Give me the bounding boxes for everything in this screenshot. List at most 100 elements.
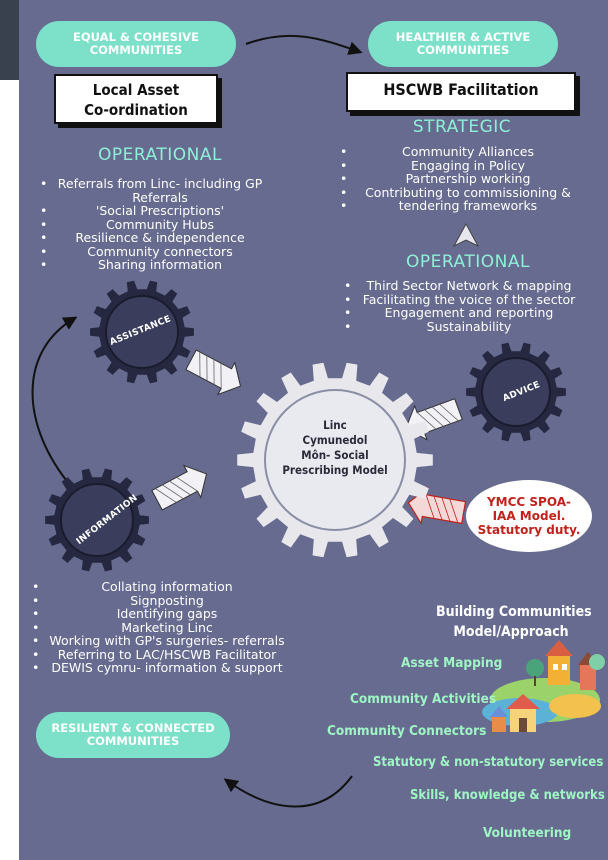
left-operational-heading: OPERATIONAL	[98, 145, 222, 165]
list-item: Third Sector Network & mapping	[344, 279, 594, 293]
list-item-text: Partnership working	[405, 171, 531, 186]
list-item: DEWIS cymru- information & support	[32, 661, 302, 675]
list-item: Engagement and reporting	[344, 306, 594, 320]
list-item-text: Resilience & independence	[75, 230, 245, 245]
bottom-cycle-arrow	[223, 775, 353, 808]
advice-gear-icon	[466, 342, 566, 442]
list-item-text: Third Sector Network & mapping	[366, 278, 572, 293]
ymcc-statutory-badge: YMCC SPOA- IAA Model. Statutory duty.	[466, 480, 592, 552]
building-item: Volunteering	[483, 825, 572, 841]
list-item-text: Contributing to commissioning &	[365, 184, 571, 200]
pill-text-line: EQUAL & COHESIVE	[73, 30, 199, 44]
gear-hub	[60, 483, 134, 557]
building-item: Community Connectors	[327, 723, 487, 739]
pill-text-line: COMMUNITIES	[89, 43, 183, 57]
building-item: Community Activities	[350, 691, 497, 707]
list-item: Engaging in Policy	[340, 157, 596, 173]
label-line: Local Asset	[92, 81, 180, 99]
right-operational-heading: OPERATIONAL	[406, 252, 530, 272]
list-item: Signposting	[32, 592, 302, 608]
center-line: Cymunedol	[302, 433, 368, 447]
top-connector-arrow	[245, 34, 363, 55]
building-title-line: Building Communities	[436, 604, 592, 620]
list-item-text: 'Social Prescriptions'	[95, 203, 225, 218]
list-item: Identifying gaps	[32, 607, 302, 621]
list-item-text: Sharing information	[97, 257, 223, 272]
list-item-text: Community Alliances	[402, 144, 534, 159]
list-item: Working with GP's surgeries- referrals	[32, 634, 302, 648]
left-cycle-arrow	[31, 316, 78, 481]
local-asset-label: Local Asset Co-ordination	[54, 74, 218, 124]
list-item: Facilitating the voice of the sector	[344, 291, 594, 307]
list-item-text: Sustainability	[426, 318, 512, 334]
list-item: Community connectors	[40, 243, 280, 259]
list-item: Sharing information	[40, 258, 280, 272]
list-item-text: Signposting	[130, 592, 204, 608]
gear-hub	[264, 389, 406, 531]
list-item-text: Facilitating the voice of the sector	[362, 291, 576, 307]
building-title-line: Model/Approach	[453, 624, 569, 640]
list-item-text: Engaging in Policy	[411, 157, 525, 173]
gear-hub	[481, 357, 551, 427]
up-triangle-arrow	[452, 222, 480, 248]
hatched-arrow-assistance	[185, 349, 242, 396]
ymcc-line: Statutory duty.	[477, 523, 581, 537]
information-gear-icon	[45, 468, 149, 572]
list-item-text: Engagement and reporting	[384, 305, 554, 320]
houses-illustration-icon	[482, 640, 605, 732]
building-item: Statutory & non-statutory services	[373, 755, 604, 770]
list-item-text: Marketing Linc	[121, 619, 213, 635]
list-item-text: Community Hubs	[105, 216, 215, 232]
ymcc-line: YMCC SPOA-	[486, 495, 571, 509]
list-item-text: Collating information	[101, 579, 233, 594]
building-communities-title: Building Communities Model/Approach	[436, 602, 592, 642]
list-item-text: Referring to LAC/HSCWB Facilitator	[57, 646, 277, 662]
pill-text-line: COMMUNITIES	[416, 43, 510, 57]
list-item: Community Alliances	[340, 145, 596, 159]
list-item: Referrals from Linc- including GPReferra…	[40, 177, 280, 204]
ymcc-line: IAA Model.	[492, 509, 566, 523]
list-item-text: Working with GP's surgeries- referrals	[49, 633, 285, 648]
left-operational-list: Referrals from Linc- including GPReferra…	[40, 177, 280, 272]
hatched-arrow-information	[151, 464, 208, 511]
list-item: tendering frameworks	[340, 199, 596, 213]
pill-text-line: RESILIENT & CONNECTED	[51, 721, 215, 735]
label-line: HSCWB Facilitation	[383, 80, 539, 99]
pill-resilient-connected: RESILIENT & CONNECTED COMMUNITIES	[36, 712, 230, 758]
strategic-list: Community AlliancesEngaging in PolicyPar…	[340, 145, 596, 213]
pill-text-line: HEALTHIER & ACTIVE	[395, 30, 531, 44]
gear-hub	[105, 295, 179, 369]
label-line: Co-ordination	[84, 101, 188, 119]
center-model-title: Linc Cymunedol Môn- Social Prescribing M…	[270, 418, 400, 478]
list-item-text: tendering frameworks	[398, 198, 538, 213]
list-item: Sustainability	[344, 318, 594, 334]
center-line: Linc	[323, 418, 347, 432]
information-list: Collating informationSignpostingIdentify…	[32, 580, 302, 675]
list-item: Contributing to commissioning &	[340, 184, 596, 200]
list-item: Community Hubs	[40, 216, 280, 232]
assistance-gear-icon	[90, 280, 194, 384]
pill-healthier-active: HEALTHIER & ACTIVE COMMUNITIES	[368, 21, 558, 67]
center-line: Prescribing Model	[282, 463, 388, 477]
center-gear-icon	[237, 362, 433, 558]
list-item-text: Identifying gaps	[116, 606, 218, 621]
list-item-text: Referrals from Linc- including GP	[57, 176, 263, 191]
center-line: Môn- Social	[301, 448, 369, 462]
hscwb-facilitation-label: HSCWB Facilitation	[346, 72, 576, 112]
list-item: Marketing Linc	[32, 619, 302, 635]
list-item: Partnership working	[340, 172, 596, 186]
list-item-text: Referrals	[132, 189, 188, 205]
building-item: Skills, knowledge & networks	[410, 788, 605, 803]
right-operational-list: Third Sector Network & mappingFacilitati…	[344, 279, 594, 333]
pill-text-line: COMMUNITIES	[86, 734, 180, 748]
building-item: Asset Mapping	[401, 655, 503, 671]
strategic-heading: STRATEGIC	[412, 117, 512, 137]
list-item: 'Social Prescriptions'	[40, 204, 280, 218]
list-item: Resilience & independence	[40, 231, 280, 245]
list-item-text: Community connectors	[87, 243, 233, 259]
pill-equal-cohesive: EQUAL & COHESIVE COMMUNITIES	[36, 21, 236, 67]
list-item: Collating information	[32, 580, 302, 594]
list-item: Referring to LAC/HSCWB Facilitator	[32, 646, 302, 662]
list-item-text: DEWIS cymru- information & support	[51, 660, 283, 675]
